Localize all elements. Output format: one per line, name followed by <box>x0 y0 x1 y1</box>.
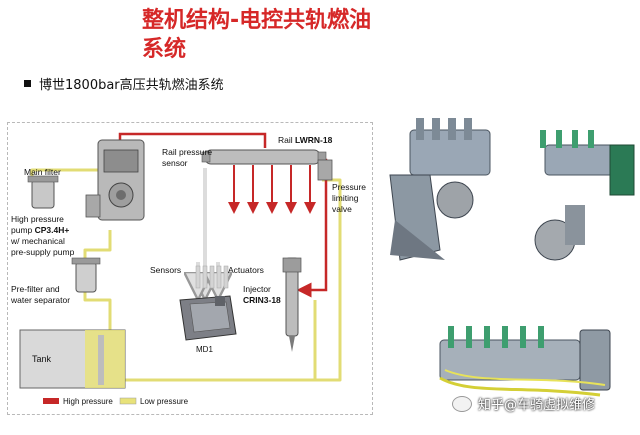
watermark-text: 知乎@车骑虚拟维修 <box>478 398 596 413</box>
legend-low-label: Low pressure <box>140 397 189 406</box>
ecu-md1 <box>179 295 237 341</box>
label-hp-pump-prefix: pump <box>11 225 35 235</box>
common-rail <box>201 149 327 165</box>
label-prefilter-line1: Pre-filter and <box>11 284 60 294</box>
label-plv-line3: valve <box>332 204 352 214</box>
engine-photo-bottom <box>439 326 611 397</box>
label-hp-pump-line3: w/ mechanical <box>10 236 65 246</box>
diagram-labels: Main filter High pressure pump CP3.4H+ w… <box>10 135 366 364</box>
legend-low-swatch <box>119 397 137 405</box>
high-pressure-pump <box>85 139 145 221</box>
label-plv-line2: limiting <box>332 193 359 203</box>
label-rail-sensor-line2: sensor <box>162 158 188 168</box>
label-rail-prefix: Rail <box>278 135 295 145</box>
engine-photo-top-left <box>389 118 491 261</box>
slide-title: 整机结构-电控共轨燃油 系统 <box>142 6 442 64</box>
rail-outlets <box>228 165 316 214</box>
label-rail-model: LWRN-18 <box>295 135 333 145</box>
pressure-limiting-valve <box>317 159 333 181</box>
label-sensors: Sensors <box>150 265 181 275</box>
wechat-icon <box>452 395 472 412</box>
label-hp-pump-line4: pre-supply pump <box>11 247 75 257</box>
bullet-text: 博世1800bar高压共轨燃油系统 <box>39 77 224 93</box>
label-hp-pump-line2: pump CP3.4H+ <box>11 225 69 235</box>
ecu-signal-bars <box>195 265 229 289</box>
label-injector: Injector <box>243 284 271 294</box>
label-rail: Rail LWRN-18 <box>278 135 333 145</box>
label-hp-pump-line1: High pressure <box>11 214 64 224</box>
watermark: 知乎@车骑虚拟维修 <box>452 394 595 413</box>
pre-filter <box>71 257 101 293</box>
bullet-item: 博世1800bar高压共轨燃油系统 <box>24 73 224 93</box>
bullet-square-icon <box>24 79 31 87</box>
slide-title-line1: 整机结构-电控共轨燃油 <box>142 8 372 33</box>
injector <box>282 257 302 352</box>
label-tank: Tank <box>32 354 52 364</box>
low-pressure-line-prefilter <box>83 230 112 265</box>
label-ecu: MD1 <box>196 345 213 354</box>
sensor-signal-lines <box>198 168 218 286</box>
legend-high-label: High pressure <box>63 397 113 406</box>
label-main-filter: Main filter <box>24 167 61 177</box>
label-plv-line1: Pressure <box>332 182 366 192</box>
fuel-tank <box>19 329 126 389</box>
label-injector-model: CRIN3-18 <box>243 295 281 305</box>
slide-title-line2: 系统 <box>142 37 187 62</box>
legend: High pressure Low pressure <box>43 397 189 406</box>
engine-photo-top-right <box>534 130 635 261</box>
legend-high-swatch <box>43 398 59 404</box>
label-rail-sensor-line1: Rail pressure <box>162 147 212 157</box>
label-hp-pump-model: CP3.4H+ <box>35 225 70 235</box>
label-prefilter-line2: water separator <box>10 295 70 305</box>
label-actuators: Actuators <box>228 265 264 275</box>
main-filter <box>27 175 59 209</box>
